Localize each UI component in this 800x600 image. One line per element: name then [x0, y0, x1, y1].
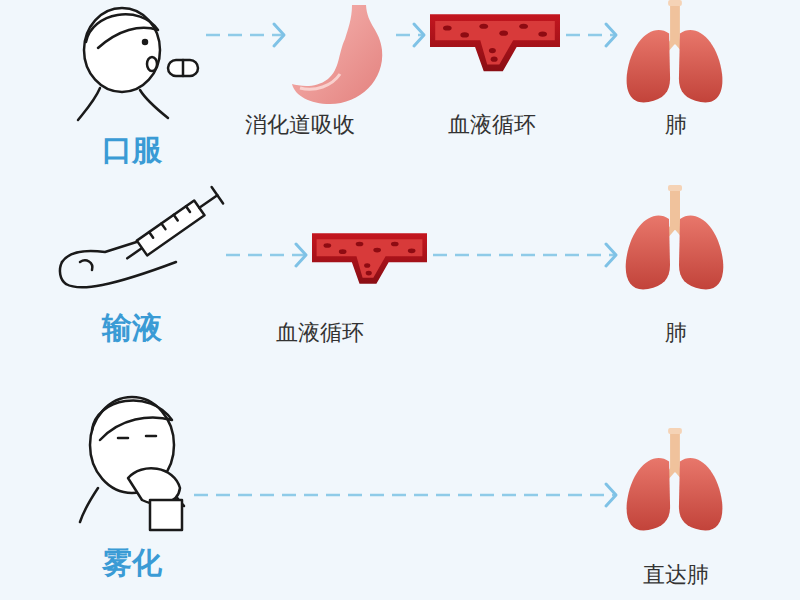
step-label: 肺: [665, 320, 687, 346]
dashed-line: [206, 34, 284, 37]
flow-arrow: [396, 24, 424, 46]
route-label: 输液: [102, 310, 162, 346]
step-label: 直达肺: [643, 562, 709, 588]
arrow-head: [296, 244, 306, 266]
dashed-line: [194, 494, 616, 497]
flow-arrow: [206, 24, 284, 46]
step-label: 肺: [665, 112, 687, 138]
icon-node: 口服: [75, 5, 200, 120]
icon-node: 直达肺: [622, 428, 727, 536]
flow-arrow: [566, 24, 616, 46]
route-label: 口服: [102, 132, 162, 168]
arrow-head: [606, 244, 616, 266]
icon-node: 血液循环: [312, 222, 427, 292]
dashed-line: [566, 34, 616, 37]
dashed-line: [433, 254, 616, 257]
arrow-head: [274, 24, 284, 46]
flow-arrow: [194, 484, 616, 506]
icon-node: 消化道吸收: [290, 5, 390, 105]
step-label: 血液循环: [276, 320, 364, 346]
dashed-line: [226, 254, 306, 257]
flow-arrow: [226, 244, 306, 266]
arrow-head: [606, 484, 616, 506]
dashed-line: [396, 34, 424, 37]
arrow-head: [606, 24, 616, 46]
icon-node: 输液: [60, 185, 220, 290]
icon-node: 雾化: [78, 390, 188, 530]
step-label: 消化道吸收: [245, 112, 355, 138]
icon-node: 肺: [622, 185, 727, 295]
arrow-head: [414, 24, 424, 46]
icon-node: 血液循环: [430, 10, 560, 72]
route-label: 雾化: [102, 545, 162, 581]
flow-arrow: [433, 244, 616, 266]
icon-node: 肺: [622, 0, 727, 108]
step-label: 血液循环: [448, 112, 536, 138]
